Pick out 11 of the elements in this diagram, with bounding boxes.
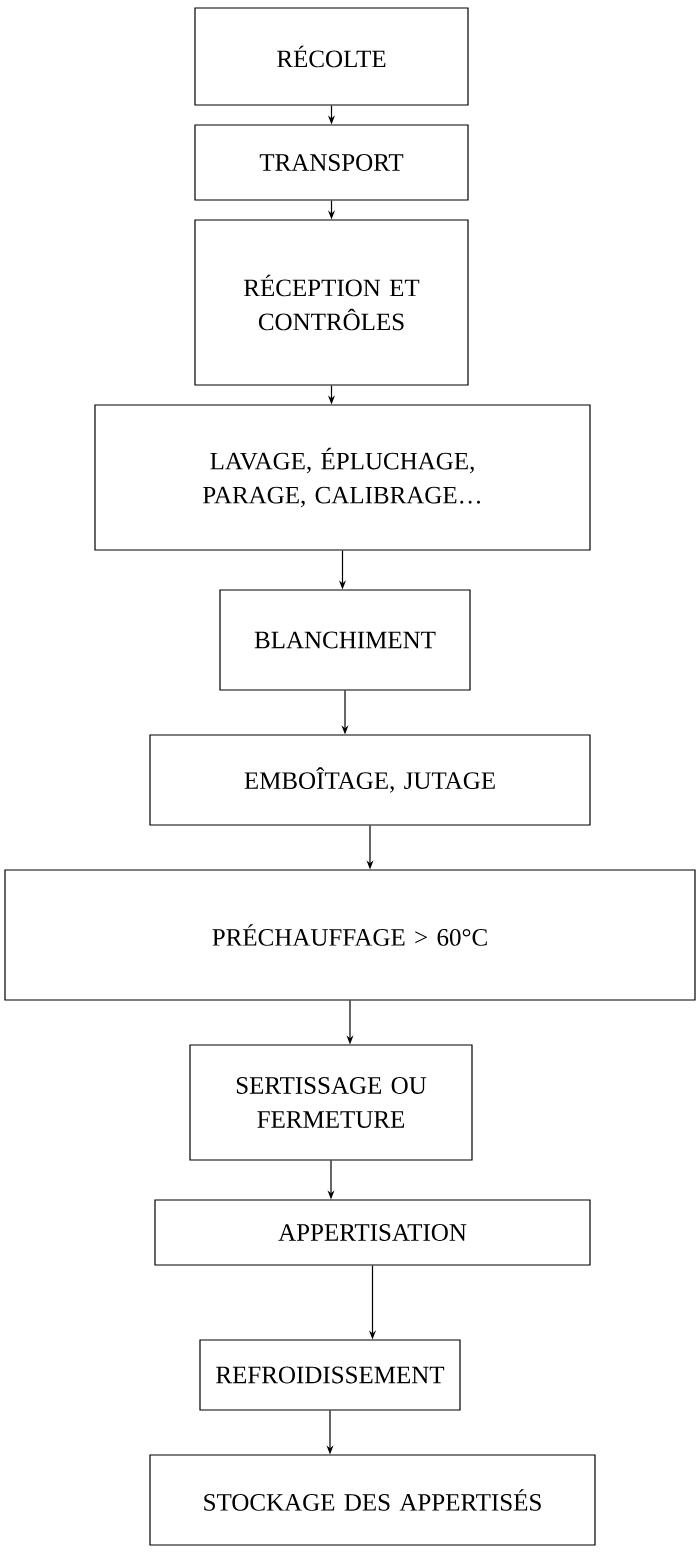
process-box: PRÉCHAUFFAGE > 60°C [4, 869, 696, 1001]
process-box: RÉCEPTION ET CONTRÔLES [194, 219, 469, 386]
process-box: SERTISSAGE OU FERMETURE [189, 1044, 473, 1161]
process-box: APPERTISATION [154, 1199, 591, 1266]
process-box: LAVAGE, ÉPLUCHAGE, PARAGE, CALIBRAGE… [94, 404, 591, 551]
process-box: STOCKAGE DES APPERTISÉS [149, 1454, 596, 1546]
process-box: REFROIDISSEMENT [199, 1339, 461, 1411]
process-box: TRANSPORT [194, 124, 469, 201]
process-box: RÉCOLTE [194, 7, 469, 106]
process-box: EMBOÎTAGE, JUTAGE [149, 734, 591, 826]
process-box: BLANCHIMENT [219, 589, 471, 691]
